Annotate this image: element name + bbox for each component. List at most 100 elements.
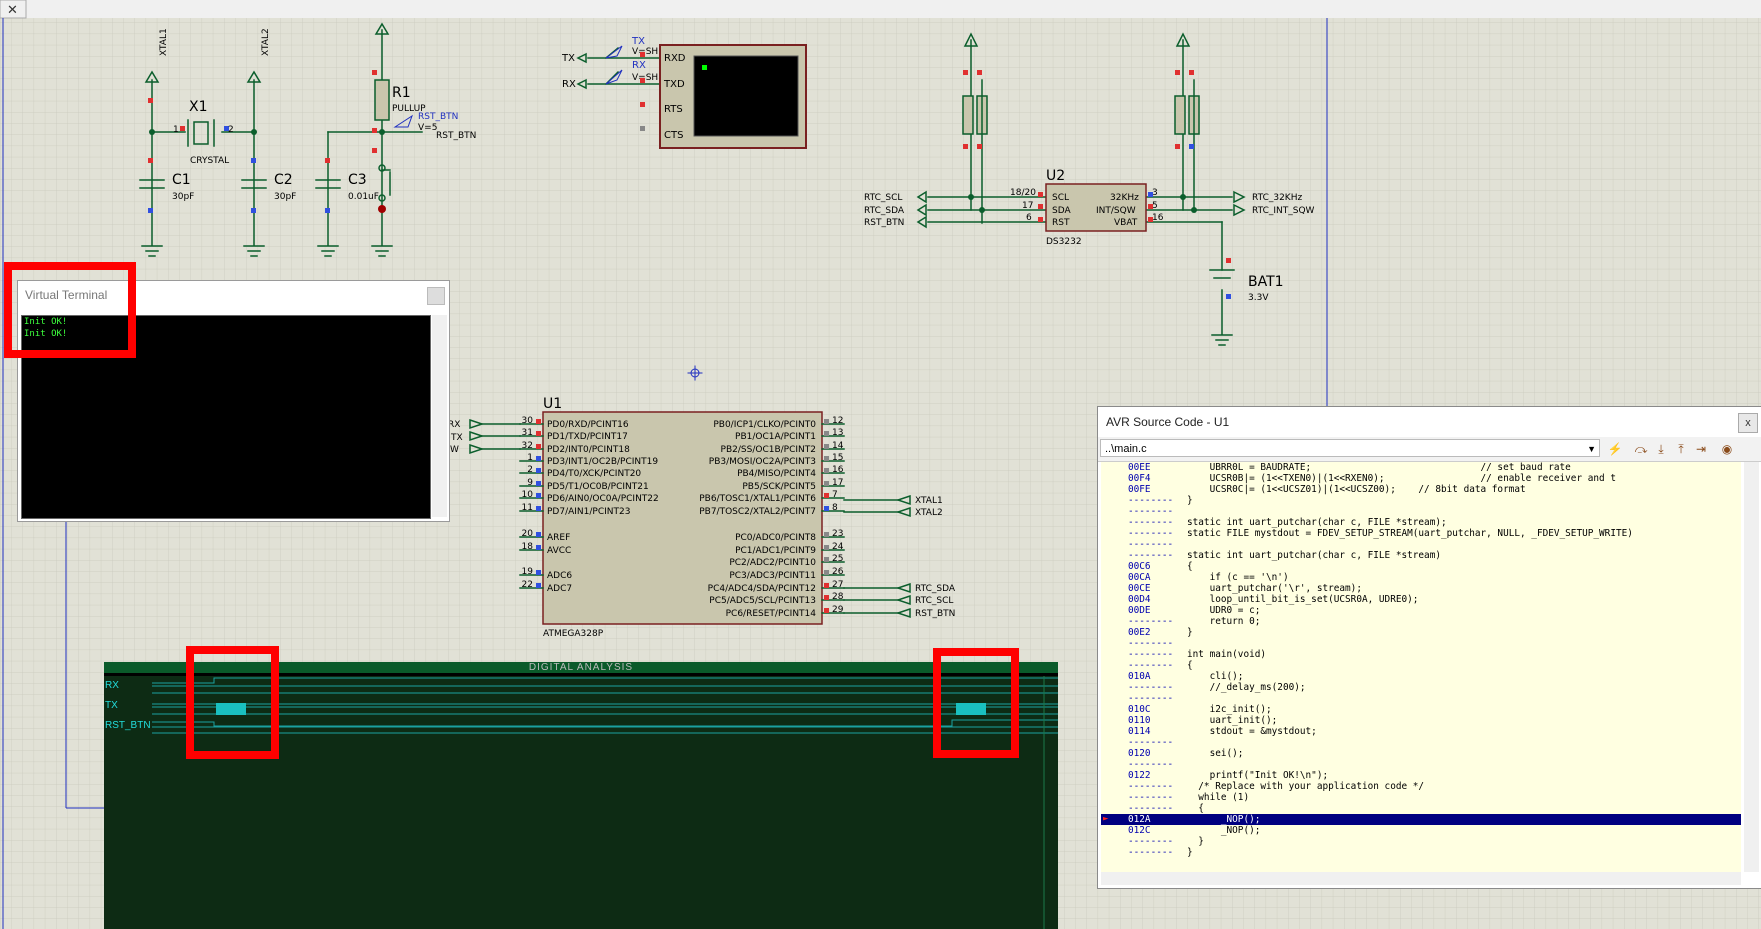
step-out-icon[interactable]: ⤒ xyxy=(1678,442,1684,456)
run-icon[interactable]: ⚡ xyxy=(1607,442,1623,456)
u1-atmega328p[interactable] xyxy=(542,411,823,625)
u1-pin-name: PD0/RXD/PCINT16 xyxy=(547,420,629,430)
channel-label-rx: RX xyxy=(105,680,119,691)
u2-pin-int: INT/SQW xyxy=(1096,206,1136,216)
code-address: 00FE xyxy=(1128,484,1151,495)
code-text: printf("Init OK!\n"); xyxy=(1187,770,1329,781)
vt-probe-tx: TX xyxy=(631,36,645,47)
chevron-down-icon: ▼ xyxy=(1587,444,1596,454)
vt-probe-rx-val: V=SH xyxy=(632,73,658,83)
code-text: static int uart_putchar(char c, FILE *st… xyxy=(1187,517,1447,528)
code-text: { xyxy=(1187,803,1204,814)
u1-pin-number: 7 xyxy=(832,490,838,500)
vt-pin-cts: CTS xyxy=(664,130,683,141)
crystal-circuit[interactable] xyxy=(139,0,1761,257)
digital-analysis-panel xyxy=(104,676,1058,929)
rst-probe-name: RST_BTN xyxy=(418,112,458,122)
u1-pin-marker xyxy=(536,419,541,424)
virtual-terminal-titlebar[interactable]: Virtual Terminal xyxy=(18,281,449,309)
u2-pin-scl: SCL xyxy=(1052,193,1069,203)
xtal2-net-label: XTAL2 xyxy=(261,28,271,56)
code-address: -------- xyxy=(1128,682,1174,693)
code-address: -------- xyxy=(1128,693,1174,704)
r1-value: PULLUP xyxy=(392,104,426,114)
code-text: UCSR0B|= (1<<TXEN0)|(1<<RXEN0); // enabl… xyxy=(1187,473,1616,484)
u1-pin-name: PC2/ADC2/PCINT10 xyxy=(729,558,816,568)
step-over-icon[interactable]: ⤼ xyxy=(1634,442,1648,456)
u1-pin-name: PC3/ADC3/PCINT11 xyxy=(729,571,816,581)
u1-pin-number: 11 xyxy=(522,503,533,513)
code-address: 0120 xyxy=(1128,748,1151,759)
run-to-icon[interactable]: ⇥ xyxy=(1695,442,1707,456)
bat1-value: 3.3V xyxy=(1248,293,1269,303)
u1-pin-marker xyxy=(536,493,541,498)
close-icon[interactable]: x xyxy=(1738,413,1758,433)
c1-value: 30pF xyxy=(172,192,194,202)
u1-pin-name: PB7/TOSC2/XTAL2/PCINT7 xyxy=(699,507,816,517)
u2-pinnum-rst: 6 xyxy=(1026,213,1032,223)
u1-pin-name: PB3/MOSI/OC2A/PCINT3 xyxy=(709,457,816,467)
close-icon[interactable] xyxy=(427,287,445,305)
u1-pin-number: 2 xyxy=(527,465,533,475)
u1-pin-number: 30 xyxy=(522,416,534,426)
source-file-name: ..\main.c xyxy=(1105,443,1147,455)
avr-source-titlebar[interactable]: AVR Source Code - U1 x xyxy=(1098,407,1761,437)
u1-ref: U1 xyxy=(543,396,562,412)
rtc-32khz-net: RTC_32KHz xyxy=(1252,193,1302,203)
u1-pin-name: PD3/INT1/OC2B/PCINT19 xyxy=(547,457,658,467)
source-file-select[interactable]: ..\main.c ▼ xyxy=(1100,439,1600,457)
current-line[interactable]: ►012A _NOP(); xyxy=(1101,814,1741,825)
u1-pin-marker xyxy=(536,456,541,461)
terminal-screen[interactable]: Init OK! Init OK! xyxy=(21,315,431,519)
code-text: _NOP(); xyxy=(1187,814,1261,825)
u1-pin-name: ADC6 xyxy=(547,571,572,581)
code-address: -------- xyxy=(1128,781,1174,792)
u1-pin-number: 18 xyxy=(522,542,534,552)
code-text: uart_putchar('\r', stream); xyxy=(1187,583,1362,594)
rst-btn-net: RST_BTN xyxy=(864,218,904,228)
code-address: -------- xyxy=(1128,792,1174,803)
u2-ds3232[interactable] xyxy=(1045,183,1147,232)
u2-pin-rst: RST xyxy=(1052,218,1070,228)
virtual-terminal-title: Virtual Terminal xyxy=(25,288,108,302)
u1-net-tx: TX xyxy=(450,433,463,443)
c1-ref: C1 xyxy=(172,172,191,188)
digital-analysis-graph[interactable]: DIGITAL ANALYSIS RX TX RST_BTN xyxy=(104,662,1058,929)
code-vertical-scrollbar[interactable] xyxy=(1744,462,1759,872)
code-address: -------- xyxy=(1128,803,1174,814)
u1-pin-name: PC5/ADC5/SCL/PCINT13 xyxy=(709,596,816,606)
u1-pin-marker xyxy=(824,583,829,588)
terminal-line: Init OK! xyxy=(24,317,68,327)
u1-pin-marker xyxy=(824,506,829,511)
code-address: -------- xyxy=(1128,539,1174,550)
code-address: 012C xyxy=(1128,825,1151,836)
u1-pin-marker xyxy=(824,608,829,613)
step-into-icon[interactable]: ⤓ xyxy=(1658,442,1664,456)
digital-analysis-title: DIGITAL ANALYSIS xyxy=(528,662,634,673)
source-code-view[interactable]: 00EE UBRR0L = BAUDRATE; // set baud rate… xyxy=(1101,462,1741,872)
u2-pinnum-vbat: 16 xyxy=(1152,213,1164,223)
u1-pin-number: 26 xyxy=(832,567,844,577)
code-address: 00EE xyxy=(1128,462,1151,473)
u1-pin-name: PB0/ICP1/CLKO/PCINT0 xyxy=(713,420,816,430)
u1-pin-name: PD6/AIN0/OC0A/PCINT22 xyxy=(547,494,659,504)
window-close-icon[interactable]: ✕ xyxy=(7,3,18,18)
avr-source-window[interactable]: AVR Source Code - U1 x ..\main.c▼ ⚡ ⤼ ⤓ … xyxy=(1097,406,1761,889)
code-address: -------- xyxy=(1128,550,1174,561)
code-address: 010A xyxy=(1128,671,1151,682)
u1-pin-number: 29 xyxy=(832,605,844,615)
xtal1-net-label: XTAL1 xyxy=(159,28,169,56)
u1-pin-name: PB5/SCK/PCINT5 xyxy=(742,482,816,492)
u1-pin-marker xyxy=(824,532,829,537)
code-text: //_delay_ms(200); xyxy=(1187,682,1306,693)
code-horizontal-scrollbar[interactable] xyxy=(1101,872,1741,885)
toggle-breakpoint-icon[interactable]: ◉ xyxy=(1721,442,1733,456)
u1-pin-name: PD2/INT0/PCINT18 xyxy=(547,445,630,455)
u1-pin-name: PC1/ADC1/PCINT9 xyxy=(735,546,816,556)
virtual-terminal-window[interactable]: Virtual Terminal Init OK! Init OK! xyxy=(17,280,450,522)
vt-probe-rx: RX xyxy=(632,60,646,71)
u1-pin-number: 1 xyxy=(527,453,533,463)
terminal-scrollbar[interactable] xyxy=(432,315,447,517)
u1-pin-marker xyxy=(824,545,829,550)
code-address: -------- xyxy=(1128,847,1174,858)
